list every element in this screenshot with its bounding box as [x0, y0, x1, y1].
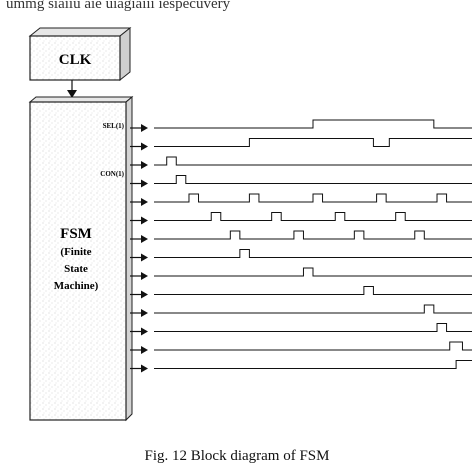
con-signal-label: CON(1): [100, 170, 124, 178]
output-arrow-sig-12: [130, 327, 148, 336]
output-arrow-sig-13: [130, 346, 148, 354]
output-arrow-sig-4: [130, 179, 148, 188]
top-text-fragment: ummg siaiiu aie uiagiaiii iespecuvery: [6, 0, 231, 12]
waveform-sig-12: [154, 323, 472, 332]
waveform-sig-10: [154, 286, 472, 295]
output-arrow-sig-14: [130, 364, 148, 373]
waveform-sig-7: [154, 230, 472, 240]
fsm-block: FSM (Finite State Machine) SEL(1) CON(1): [28, 95, 134, 422]
waveform-sig-13: [154, 341, 472, 351]
output-arrow-sel-1: [130, 124, 148, 132]
clk-label: CLK: [59, 52, 92, 68]
waveform-group: [130, 119, 472, 373]
clk-to-fsm-arrow: [67, 80, 77, 98]
output-arrow-sel-2: [130, 142, 148, 151]
fsm-subtitle-line-1: (Finite: [60, 246, 91, 258]
waveform-sig-5: [154, 193, 472, 203]
waveform-sig-4: [154, 175, 472, 184]
figure-caption: Fig. 12 Block diagram of FSM: [144, 448, 330, 464]
fsm-title: FSM: [60, 226, 92, 242]
waveform-con-1: [154, 156, 472, 166]
output-arrow-sig-6: [130, 216, 148, 225]
output-arrow-sig-9: [130, 272, 148, 280]
fsm-subtitle-line-2: State: [64, 263, 88, 275]
waveform-sig-11: [154, 304, 472, 314]
output-arrow-sig-8: [130, 253, 148, 262]
output-arrow-sig-7: [130, 235, 148, 243]
waveform-sel-1: [154, 119, 472, 129]
clk-block: CLK: [28, 26, 132, 82]
waveform-sig-8: [154, 249, 472, 258]
waveform-sig-14: [154, 360, 472, 369]
sel-signal-label: SEL(1): [103, 122, 125, 130]
waveform-sig-9: [154, 267, 472, 277]
output-arrow-sig-5: [130, 198, 148, 206]
output-arrow-sig-10: [130, 290, 148, 299]
fsm-subtitle-line-3: Machine): [54, 280, 99, 292]
output-arrow-con-1: [130, 161, 148, 169]
waveform-sig-6: [154, 212, 472, 221]
waveform-sel-2: [154, 138, 472, 147]
output-arrow-sig-11: [130, 309, 148, 317]
